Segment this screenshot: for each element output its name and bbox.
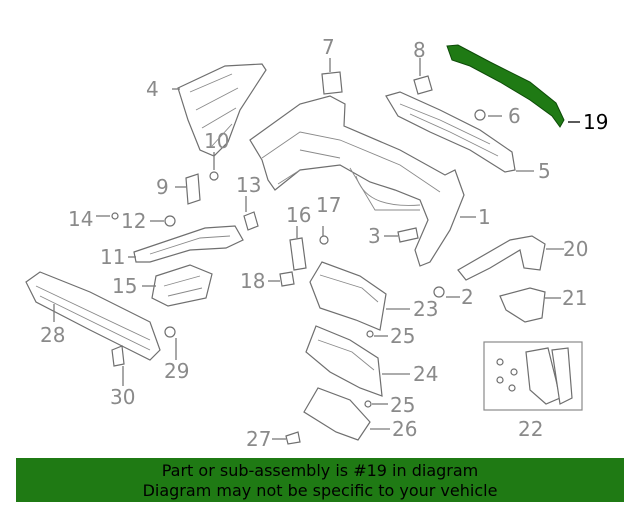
part-21-splash-shield xyxy=(499,287,546,323)
part-15-bracket xyxy=(151,264,213,307)
parts-diagram xyxy=(25,44,583,445)
callout-11: 11 xyxy=(100,245,126,269)
part-2-bolt xyxy=(433,286,445,298)
part-30-bracket xyxy=(111,345,125,367)
part-10-bolt xyxy=(209,171,219,181)
part-4-bracket xyxy=(177,63,267,157)
callout-8: 8 xyxy=(413,38,426,62)
part-17-bolt xyxy=(319,235,329,245)
part-27-clip xyxy=(285,431,301,445)
part-6-screw xyxy=(474,109,486,121)
callout-10: 10 xyxy=(204,129,230,153)
part-18-clip xyxy=(279,271,295,287)
part-26-plate xyxy=(303,387,371,441)
callout-1: 1 xyxy=(478,205,491,229)
part-13-clip xyxy=(243,211,259,231)
part-3-clip xyxy=(397,227,419,243)
banner-line-1: Part or sub-assembly is #19 in diagram xyxy=(161,461,479,480)
callout-21: 21 xyxy=(562,286,588,310)
part-11-bracket xyxy=(133,225,244,263)
callout-14: 14 xyxy=(68,207,94,231)
callout-7: 7 xyxy=(322,35,335,59)
part-12-bolt xyxy=(164,215,176,227)
callout-18: 18 xyxy=(240,269,266,293)
callout-6: 6 xyxy=(508,104,521,128)
banner-line-2: Diagram may not be specific to your vehi… xyxy=(142,481,498,500)
callout-20: 20 xyxy=(563,237,589,261)
part-25a-clip xyxy=(366,330,374,338)
callout-17: 17 xyxy=(316,193,342,217)
part-14-clip xyxy=(111,212,119,220)
callout-5: 5 xyxy=(538,159,551,183)
leader-lines xyxy=(53,58,580,440)
info-banner: Part or sub-assembly is #19 in diagram D… xyxy=(16,458,624,502)
callout-25a: 25 xyxy=(390,324,416,348)
callout-19: 19 xyxy=(583,110,609,134)
callout-12: 12 xyxy=(121,209,147,233)
callout-3: 3 xyxy=(368,224,381,248)
callout-4: 4 xyxy=(146,77,159,101)
callout-22: 22 xyxy=(518,417,544,441)
callout-26: 26 xyxy=(392,417,418,441)
part-19-valance[interactable] xyxy=(446,44,565,128)
part-25b-clip xyxy=(364,400,372,408)
callout-27: 27 xyxy=(246,427,272,451)
part-23-panel xyxy=(309,261,387,331)
callout-2: 2 xyxy=(461,285,474,309)
part-7-clip xyxy=(321,71,343,95)
callout-25b: 25 xyxy=(390,393,416,417)
part-16-bracket xyxy=(289,237,307,271)
parts-diagram-drawing xyxy=(25,44,583,445)
part-29-bolt xyxy=(164,326,176,338)
callout-13: 13 xyxy=(236,173,262,197)
part-24-diffuser xyxy=(305,325,383,397)
callout-28: 28 xyxy=(40,323,66,347)
callout-30: 30 xyxy=(110,385,136,409)
callout-24: 24 xyxy=(413,362,439,386)
callout-23: 23 xyxy=(413,297,439,321)
callout-16: 16 xyxy=(286,203,312,227)
part-9-bracket xyxy=(185,173,201,205)
callout-29: 29 xyxy=(164,359,190,383)
callout-9: 9 xyxy=(156,175,169,199)
part-8-clip xyxy=(413,75,433,95)
callout-15: 15 xyxy=(112,274,138,298)
part-1-bumper-cover xyxy=(249,95,465,267)
part-20-bracket xyxy=(457,235,546,281)
